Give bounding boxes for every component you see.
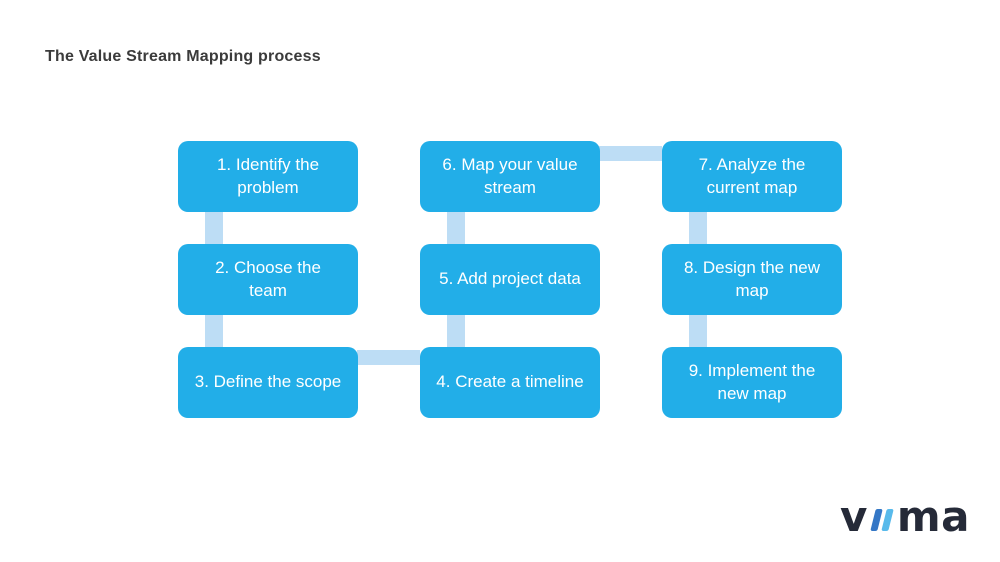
connector-8-9 xyxy=(689,314,707,347)
process-box-5: 5. Add project data xyxy=(420,244,600,315)
connector-6-7 xyxy=(599,146,662,161)
process-box-9: 9. Implement the new map xyxy=(662,347,842,418)
logo-slash-icon xyxy=(870,508,883,531)
process-box-6: 6. Map your value stream xyxy=(420,141,600,212)
connector-7-8 xyxy=(689,211,707,244)
process-box-1: 1. Identify the problem xyxy=(178,141,358,212)
process-box-2: 2. Choose the team xyxy=(178,244,358,315)
connector-6-5 xyxy=(447,211,465,244)
logo-slash-icon xyxy=(881,508,894,531)
connector-1-2 xyxy=(205,211,223,244)
process-box-7: 7. Analyze the current map xyxy=(662,141,842,212)
connector-3-4 xyxy=(357,350,420,365)
logo-text-ma: ma xyxy=(896,492,970,541)
process-box-3: 3. Define the scope xyxy=(178,347,358,418)
connector-5-4 xyxy=(447,314,465,347)
process-box-8: 8. Design the new map xyxy=(662,244,842,315)
logo-text-v: v xyxy=(840,492,868,541)
process-box-4: 4. Create a timeline xyxy=(420,347,600,418)
connector-2-3 xyxy=(205,314,223,347)
page-title: The Value Stream Mapping process xyxy=(45,48,321,65)
